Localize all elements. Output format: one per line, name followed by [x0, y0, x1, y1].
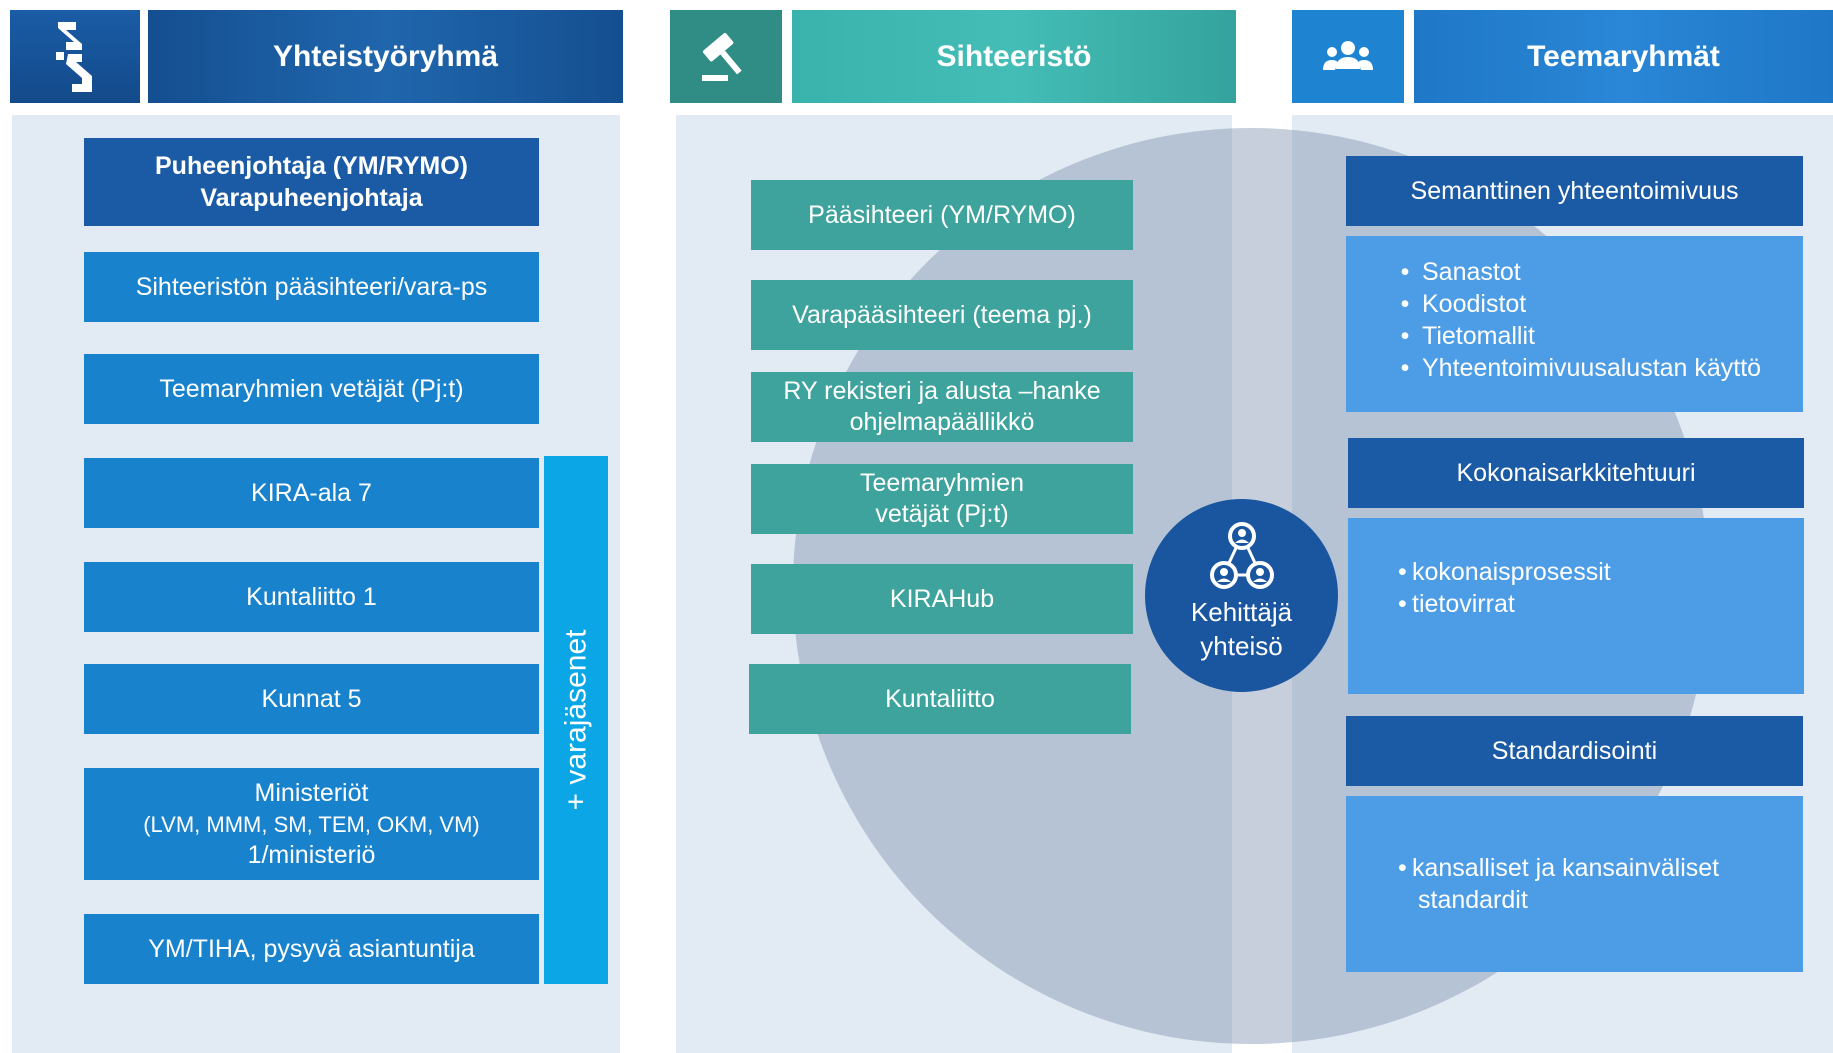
kuntaliitto-mid-box: Kuntaliitto: [749, 664, 1131, 734]
network-people-icon: [1209, 522, 1274, 589]
list-item: standardit: [1418, 886, 1528, 914]
standardization-body: •kansalliset ja kansainväliset standardi…: [1346, 796, 1803, 972]
group-icon: [1323, 40, 1373, 70]
logo-icon: [56, 21, 92, 92]
kuntaliitto-box: Kuntaliitto 1: [84, 562, 539, 632]
kunnat-box: Kunnat 5: [84, 664, 539, 734]
semantic-body: •Sanastot •Koodistot •Tietomallit •Yhtee…: [1346, 236, 1803, 412]
architecture-header: Kokonaisarkkitehtuuri: [1348, 438, 1804, 508]
semantic-list: •Sanastot •Koodistot •Tietomallit •Yhtee…: [1398, 256, 1803, 384]
middle-header-title: Sihteeristö: [792, 10, 1236, 103]
right-title-text: Teemaryhmät: [1527, 39, 1720, 73]
list-item: •kokonaisprosessit: [1398, 558, 1611, 586]
badge-line1: Kehittäjä: [1190, 597, 1293, 627]
kira-box: KIRA-ala 7: [84, 458, 539, 528]
semantic-header: Semanttinen yhteentoimivuus: [1346, 156, 1803, 226]
gavel-icon: [702, 32, 742, 81]
kirahub-box: KIRAHub: [751, 564, 1133, 634]
list-item: •Sanastot: [1400, 258, 1521, 286]
architecture-list: •kokonaisprosessit •tietovirrat: [1398, 556, 1804, 620]
middle-title-text: Sihteeristö: [936, 39, 1092, 73]
right-icon-box: [1292, 10, 1404, 103]
developer-community-badge: Kehittäjä yhteisö: [1145, 499, 1338, 692]
list-item: •Yhteentoimivuusalustan käyttö: [1400, 354, 1762, 382]
standardization-list: •kansalliset ja kansainväliset standardi…: [1398, 852, 1803, 916]
theme-leaders-mid-box: Teemaryhmien vetäjät (Pj:t): [751, 464, 1133, 534]
badge-line2: yhteisö: [1200, 631, 1283, 661]
list-item: •Tietomallit: [1400, 322, 1535, 350]
left-icon-box: [10, 10, 140, 103]
left-title-text: Yhteistyöryhmä: [272, 39, 499, 73]
list-item: •Koodistot: [1400, 290, 1527, 318]
program-manager-box: RY rekisteri ja alusta –hanke ohjelmapää…: [751, 372, 1133, 442]
chair-box: Puheenjohtaja (YM/RYMO) Varapuheenjohtaj…: [84, 138, 539, 226]
deputy-members-label: + varajäsenet: [559, 629, 593, 811]
secretariat-chief-box: Sihteeristön pääsihteeri/vara-ps: [84, 252, 539, 322]
ym-tiha-box: YM/TIHA, pysyvä asiantuntija: [84, 914, 539, 984]
standardization-header: Standardisointi: [1346, 716, 1803, 786]
left-header-title: Yhteistyöryhmä: [148, 10, 623, 103]
architecture-body: •kokonaisprosessit •tietovirrat: [1348, 518, 1804, 694]
right-header-title: Teemaryhmät: [1414, 10, 1833, 103]
ministries-box: Ministeriöt (LVM, MMM, SM, TEM, OKM, VM)…: [84, 768, 539, 880]
chief-secretary-box: Pääsihteeri (YM/RYMO): [751, 180, 1133, 250]
theme-leaders-box: Teemaryhmien vetäjät (Pj:t): [84, 354, 539, 424]
middle-icon-box: [670, 10, 782, 103]
deputy-secretary-box: Varapääsihteeri (teema pj.): [751, 280, 1133, 350]
list-item: •kansalliset ja kansainväliset: [1398, 854, 1720, 882]
list-item: •tietovirrat: [1398, 590, 1515, 618]
deputy-members-bar: + varajäsenet: [544, 456, 608, 984]
